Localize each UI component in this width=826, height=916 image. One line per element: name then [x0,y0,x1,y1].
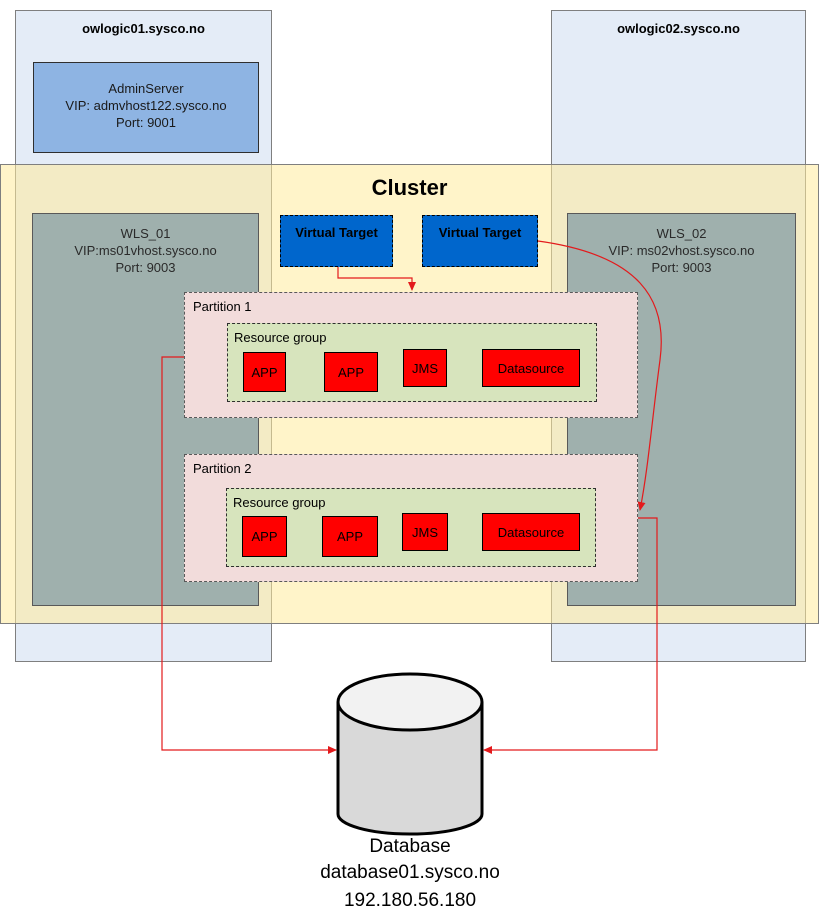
admin-server-vip: VIP: admvhost122.sysco.no [65,98,227,113]
resource-group-2: Resource group APP APP JMS Datasource [226,488,596,567]
database-name: Database [369,836,451,857]
app-box: APP [242,516,287,557]
jms-box: JMS [403,349,447,387]
wls-02-name: WLS_02 [656,226,707,241]
wls-02-port: Port: 9003 [651,260,712,275]
host-title: owlogic01.sysco.no [82,21,205,36]
cluster-title: Cluster [371,175,448,200]
wls-02-vip: VIP: ms02vhost.sysco.no [608,243,755,258]
resource-group-1-label: Resource group [234,330,327,345]
partition-2-label: Partition 2 [193,461,252,476]
wls-01-name: WLS_01 [120,226,171,241]
partition-1-label: Partition 1 [193,299,252,314]
host-title: owlogic02.sysco.no [617,21,740,36]
app-box: APP [243,352,286,392]
partition-1: Partition 1 Resource group APP APP JMS D… [184,292,638,418]
wls-01-vip: VIP:ms01vhost.sysco.no [74,243,217,258]
resource-group-2-label: Resource group [233,495,326,510]
admin-server-port: Port: 9001 [116,115,176,130]
virtual-target-2-label: Virtual Target [438,225,522,240]
resource-group-1: Resource group APP APP JMS Datasource [227,323,597,402]
datasource-box: Datasource [482,349,580,387]
datasource-box: Datasource [482,513,580,551]
database-icon [336,672,484,836]
database-host: database01.sysco.no [320,862,500,883]
virtual-target-2: Virtual Target [422,215,538,267]
jms-box: JMS [402,513,448,551]
wls-01-port: Port: 9003 [115,260,176,275]
virtual-target-1-label: Virtual Target [295,225,378,240]
app-box: APP [324,352,378,392]
admin-server-box: AdminServer VIP: admvhost122.sysco.no Po… [33,62,259,153]
admin-server-name: AdminServer [108,81,184,96]
virtual-target-1: Virtual Target [280,215,393,267]
partition-2: Partition 2 Resource group APP APP JMS D… [184,454,638,582]
app-box: APP [322,516,378,557]
database-ip: 192.180.56.180 [343,890,477,911]
